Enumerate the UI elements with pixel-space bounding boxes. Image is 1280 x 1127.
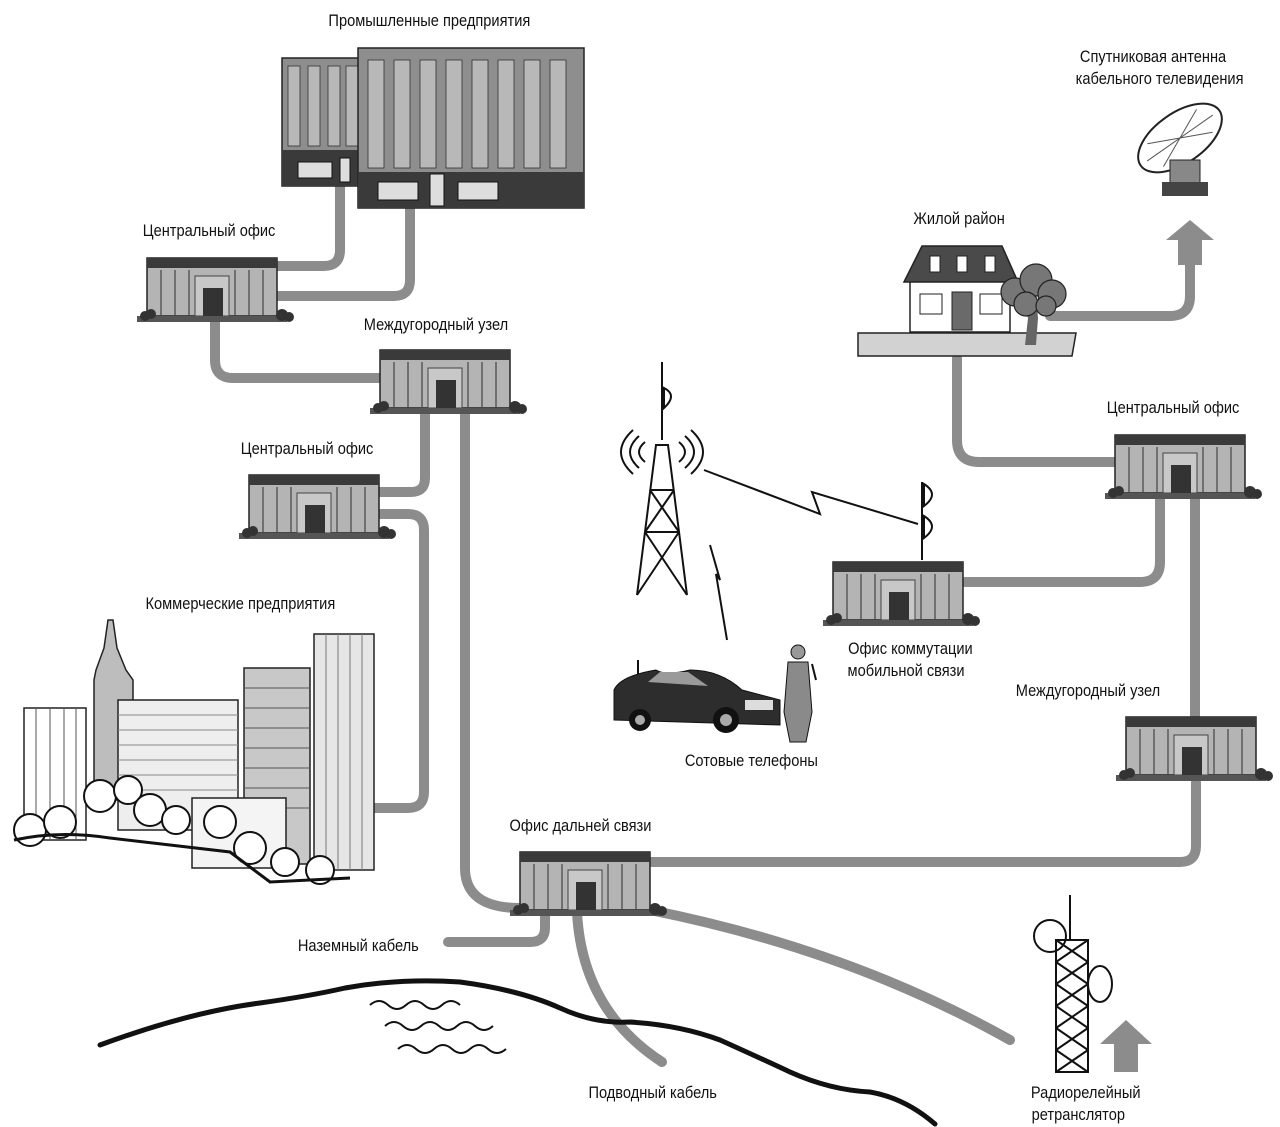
- satellite-dish: [1126, 90, 1233, 265]
- central-office-1: [137, 258, 294, 322]
- car-and-man: [614, 645, 816, 742]
- industrial-buildings: [282, 48, 584, 208]
- label-mobile-switching-line1: Офис коммутации: [848, 638, 973, 659]
- label-trunk-node-2: Междугородный узел: [1016, 680, 1160, 701]
- central-office-3: [1105, 435, 1262, 499]
- cable-industrial-to-co1-a: [272, 185, 340, 266]
- relay-tower: [1034, 895, 1152, 1072]
- label-satellite-line1: Спутниковая антенна: [1080, 46, 1226, 67]
- label-central-office-1: Центральный офис: [143, 220, 276, 241]
- shoreline: [100, 981, 935, 1124]
- cable-trunk2-to-longdistance: [650, 782, 1196, 862]
- label-industrial: Промышленные предприятия: [328, 10, 530, 31]
- label-mobile-switching-line2: мобильной связи: [848, 660, 965, 681]
- cable-ground-cable: [448, 912, 545, 942]
- trunk-node-1: [370, 350, 527, 414]
- central-office-2: [239, 475, 396, 539]
- mobile-switching-office: [823, 562, 980, 626]
- cable-house-to-satellite: [1050, 265, 1190, 316]
- cable-underwater-cable: [577, 912, 662, 1062]
- cable-to-relay: [650, 910, 1010, 1040]
- label-ground-cable: Наземный кабель: [298, 935, 419, 956]
- long-distance-office: [510, 852, 667, 916]
- cable-co2-to-commercial: [372, 514, 424, 808]
- cable-co1-to-trunk1: [215, 320, 385, 378]
- water-waves: [370, 1001, 506, 1053]
- trunk-node-2: [1116, 717, 1273, 781]
- cable-co3-to-msc: [965, 498, 1160, 582]
- label-trunk-node-1: Междугородный узел: [364, 314, 508, 335]
- cable-residential-to-co3: [957, 358, 1116, 462]
- commercial-buildings: [14, 620, 374, 884]
- label-commercial: Коммерческие предприятия: [145, 593, 335, 614]
- label-relay-line1: Радиорелейный: [1031, 1082, 1141, 1103]
- cable-trunk1-to-co2: [378, 410, 425, 492]
- house: [858, 246, 1076, 356]
- label-long-distance-office: Офис дальней связи: [510, 815, 652, 836]
- label-residential: Жилой район: [913, 208, 1004, 229]
- label-cell-phones: Сотовые телефоны: [685, 750, 818, 771]
- label-satellite-line2: кабельного телевидения: [1076, 68, 1244, 89]
- label-central-office-2: Центральный офис: [241, 438, 374, 459]
- label-central-office-3: Центральный офис: [1107, 397, 1240, 418]
- label-underwater-cable: Подводный кабель: [588, 1082, 716, 1103]
- label-relay-line2: ретранслятор: [1032, 1104, 1125, 1125]
- msc-antenna: [922, 482, 932, 560]
